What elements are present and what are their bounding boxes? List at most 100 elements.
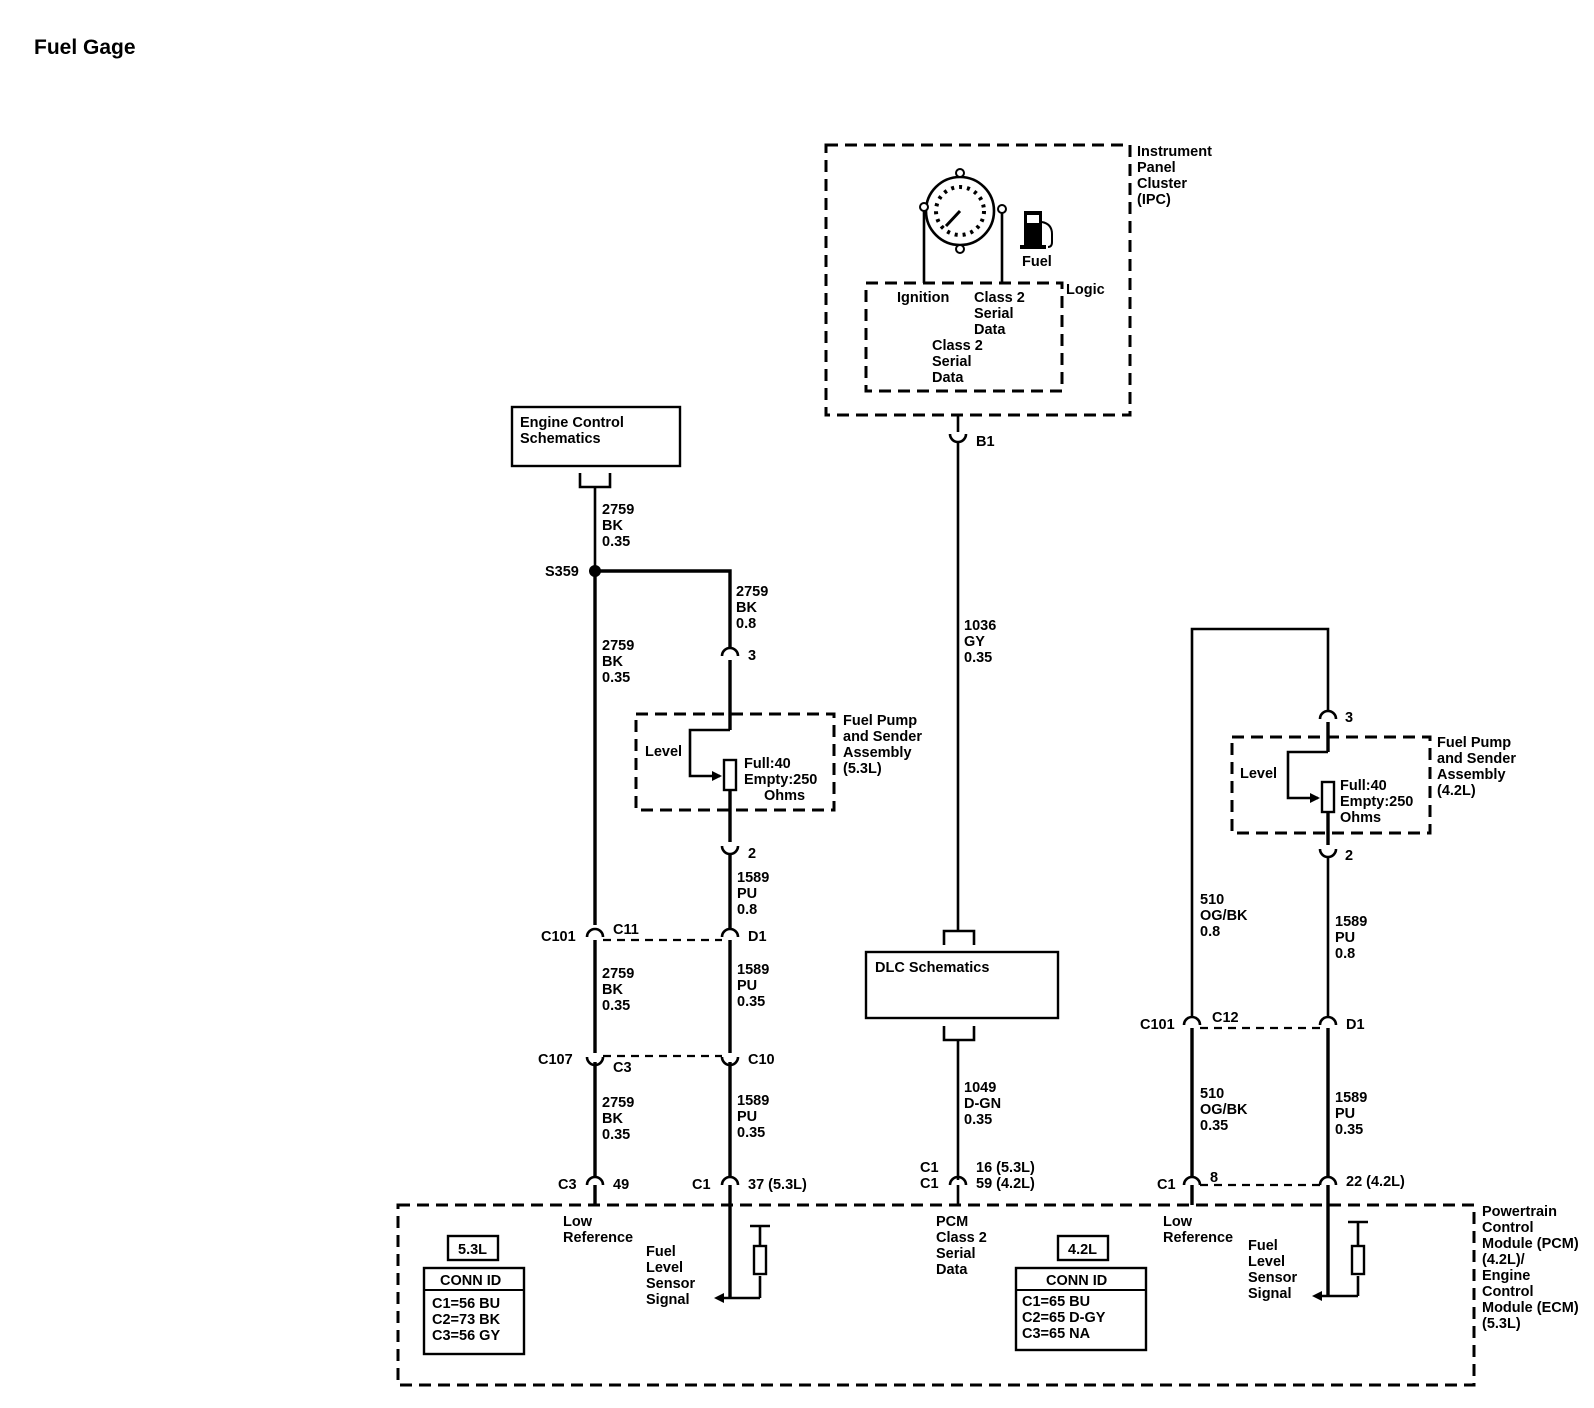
fuel-pump-icon	[1020, 211, 1053, 249]
pump42-spec3: Ohms	[1340, 810, 1381, 826]
wire-2759-c101-num: 2759	[602, 966, 634, 982]
pump53-spec3: Ohms	[764, 788, 805, 804]
logic-label: Logic	[1066, 282, 1105, 298]
instrument-panel-cluster: Fuel Logic Ignition Class 2 Serial Data …	[824, 143, 1212, 417]
wire-1589-right-b-num: 1589	[1335, 1090, 1367, 1106]
dlc-schematics-box[interactable]: DLC Schematics	[864, 929, 1060, 1042]
connector-d1-left	[720, 927, 740, 938]
ecs-line2: Schematics	[520, 431, 601, 447]
fuel-sensor-right-3: Sensor	[1248, 1270, 1298, 1286]
class2-pcm-4: Data	[936, 1262, 968, 1278]
wire-1589-left-c-num: 1589	[737, 1093, 769, 1109]
fuel-sensor-left-4: Signal	[646, 1292, 690, 1308]
class2-pcm-3: Serial	[936, 1246, 976, 1262]
pcm-name2: Control	[1482, 1220, 1534, 1236]
wire-1589-right-a-num: 1589	[1335, 914, 1367, 930]
fuel-pump-sender-42: Level Full:40 Empty:250 Ohms Fuel Pump a…	[1230, 735, 1516, 835]
wire-2759-c107-color: BK	[602, 1111, 623, 1127]
pcm-pin49: 49	[613, 1177, 629, 1193]
d1-right-label: D1	[1346, 1017, 1365, 1033]
fuel-sensor-right-4: Signal	[1248, 1286, 1292, 1302]
connector-pump42-pin2	[1318, 848, 1338, 859]
pump53-pin3: 3	[748, 648, 756, 664]
pump42-name3: Assembly	[1437, 767, 1506, 783]
wire-1049-color: D-GN	[964, 1096, 1001, 1112]
wire-2759-branch-color: BK	[736, 600, 757, 616]
fuel-sensor-left-3: Sensor	[646, 1276, 696, 1292]
pcm-pin59: 59 (4.2L)	[976, 1176, 1035, 1192]
c12-label: C12	[1212, 1010, 1239, 1026]
connector-pcm-22	[1318, 1175, 1338, 1186]
ecs-line1: Engine Control	[520, 415, 624, 431]
ipc-name-line4: (IPC)	[1137, 192, 1171, 208]
conn42-tag: 4.2L	[1068, 1242, 1097, 1258]
pcm-name5: Engine	[1482, 1268, 1530, 1284]
d1-left-label: D1	[748, 929, 767, 945]
ignition-label: Ignition	[897, 290, 949, 306]
wire-1589-right-a-color: PU	[1335, 930, 1355, 946]
wire-1036-num: 1036	[964, 618, 996, 634]
pump42-name4: (4.2L)	[1437, 783, 1476, 799]
dlc-label: DLC Schematics	[875, 960, 989, 976]
fuel-sensor-right-2: Level	[1248, 1254, 1285, 1270]
connector-pump53-pin2	[720, 845, 740, 856]
conn53-row2: C2=73 BK	[432, 1312, 501, 1328]
conn53-header: CONN ID	[440, 1273, 501, 1289]
c107-label: C107	[538, 1052, 573, 1068]
wire-2759-branch-size: 0.8	[736, 616, 756, 632]
pump53-spec1: Full:40	[744, 756, 791, 772]
pcm-pin22: 22 (4.2L)	[1346, 1174, 1405, 1190]
pump53-name2: and Sender	[843, 729, 922, 745]
pump53-pin2: 2	[748, 846, 756, 862]
wire-1049-num: 1049	[964, 1080, 996, 1096]
wire-1589-left-c-color: PU	[737, 1109, 757, 1125]
pcm-c1-d: C1	[1157, 1177, 1176, 1193]
wire-2759-branch-num: 2759	[736, 584, 768, 600]
splice-label: S359	[545, 564, 579, 580]
pcm-name8: (5.3L)	[1482, 1316, 1521, 1332]
wire-1589-left-b-color: PU	[737, 978, 757, 994]
wire-510-bottom-color: OG/BK	[1200, 1102, 1248, 1118]
page-title: Fuel Gage	[34, 36, 136, 59]
c11-label: C11	[613, 922, 639, 938]
wire-2759-c101-color: BK	[602, 982, 623, 998]
pcm-ecm-module: Powertrain Control Module (PCM) (4.2L)/ …	[396, 1203, 1579, 1387]
conn42-header: CONN ID	[1046, 1273, 1107, 1289]
pcm-c1-c: C1	[920, 1176, 939, 1192]
fuel-gauge-icon	[919, 168, 1007, 283]
conn-id-table-53: 5.3L CONN ID C1=56 BU C2=73 BK C3=56 GY	[422, 1234, 526, 1356]
conn53-row3: C3=56 GY	[432, 1328, 500, 1344]
conn42-row3: C3=65 NA	[1022, 1326, 1091, 1342]
pump53-name4: (5.3L)	[843, 761, 882, 777]
wire-1589-left-a-num: 1589	[737, 870, 769, 886]
pump42-spec2: Empty:250	[1340, 794, 1413, 810]
connector-c101-right	[1182, 1015, 1202, 1026]
pin-b1: B1	[976, 434, 995, 450]
wire-2759-mid-color: BK	[602, 654, 623, 670]
wire-1589-left-a-size: 0.8	[737, 902, 757, 918]
wire-2759-mid-num: 2759	[602, 638, 634, 654]
connector-pump53-pin3	[720, 646, 740, 657]
wire-510-top-num: 510	[1200, 892, 1224, 908]
c3-left-label: C3	[613, 1060, 632, 1076]
wire-510-top-size: 0.8	[1200, 924, 1220, 940]
pcm-c1-a: C1	[692, 1177, 711, 1193]
pump53-spec2: Empty:250	[744, 772, 817, 788]
wire-2759-mid-size: 0.35	[602, 670, 630, 686]
fuel-label: Fuel	[1022, 254, 1052, 270]
connector-pcm-c1-16-59	[948, 1175, 968, 1186]
c101-left-label: C101	[541, 929, 576, 945]
connector-pcm-c1-8	[1182, 1175, 1202, 1186]
wire-1049-size: 0.35	[964, 1112, 992, 1128]
pump42-pin2: 2	[1345, 848, 1353, 864]
engine-control-schematics-box[interactable]: Engine Control Schematics	[510, 405, 682, 489]
pump53-level: Level	[645, 744, 682, 760]
wire-1589-right-a-size: 0.8	[1335, 946, 1355, 962]
pump53-name3: Assembly	[843, 745, 912, 761]
pcm-name3: Module (PCM)	[1482, 1236, 1579, 1252]
ipc-name-line1: Instrument	[1137, 144, 1212, 160]
wire-510-bottom-size: 0.35	[1200, 1118, 1228, 1134]
class2-top-line3: Data	[974, 322, 1006, 338]
wire-2759-c107-size: 0.35	[602, 1127, 630, 1143]
wire-2759-top-size: 0.35	[602, 534, 630, 550]
